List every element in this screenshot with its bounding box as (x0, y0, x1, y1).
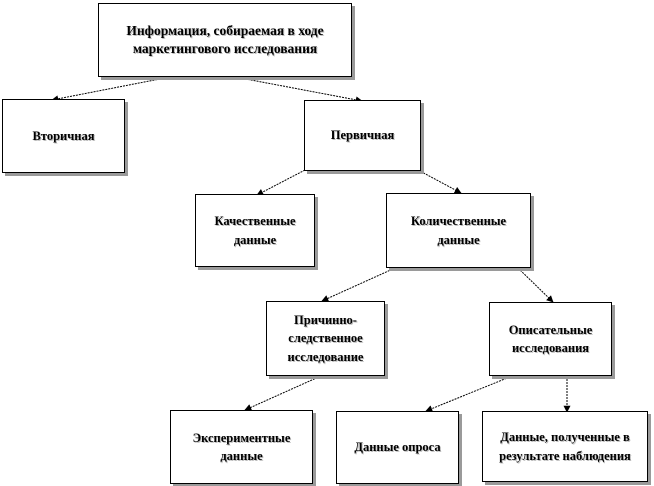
descriptive-box: Описательные исследования (489, 302, 612, 376)
quantitative-box: Количественные данные (386, 193, 531, 268)
survey-label: Данные опроса (354, 440, 441, 455)
secondary-label: Вторичная (32, 128, 95, 143)
arrow-causal-to-experimental (244, 374, 324, 411)
causal-box: Причинно-следственное исследование (266, 301, 385, 376)
causal-label: Причинно-следственное исследование (287, 313, 364, 364)
arrow-primary-to-qualitative (256, 169, 306, 196)
observation-box: Данные, полученные в результате наблюден… (482, 411, 648, 482)
qualitative-label: Качественные данные (214, 214, 296, 247)
arrow-quantitative-to-descriptive (517, 267, 554, 303)
primary-label: Первичная (330, 128, 395, 143)
arrow-descriptive-to-survey (425, 375, 513, 412)
primary-box: Первичная (304, 100, 421, 171)
secondary-box: Вторичная (2, 99, 125, 173)
root-box: Информация, собираемая в ходе маркетинго… (98, 3, 352, 77)
arrow-primary-to-quantitative (417, 169, 462, 194)
observation-label: Данные, полученные в результате наблюден… (499, 430, 631, 463)
qualitative-box: Качественные данные (195, 194, 315, 267)
experimental-box: Экспериментные данные (170, 410, 313, 484)
root-label: Информация, собираемая в ходе маркетинго… (126, 22, 324, 56)
arrow-root-to-secondary (51, 75, 176, 103)
experimental-label: Экспериментные данные (192, 430, 291, 463)
survey-box: Данные опроса (336, 411, 459, 484)
arrow-root-to-primary (229, 75, 363, 104)
quantitative-label: Количественные данные (410, 214, 507, 247)
arrow-quantitative-to-causal (321, 267, 396, 302)
descriptive-label: Описательные исследования (508, 322, 593, 355)
